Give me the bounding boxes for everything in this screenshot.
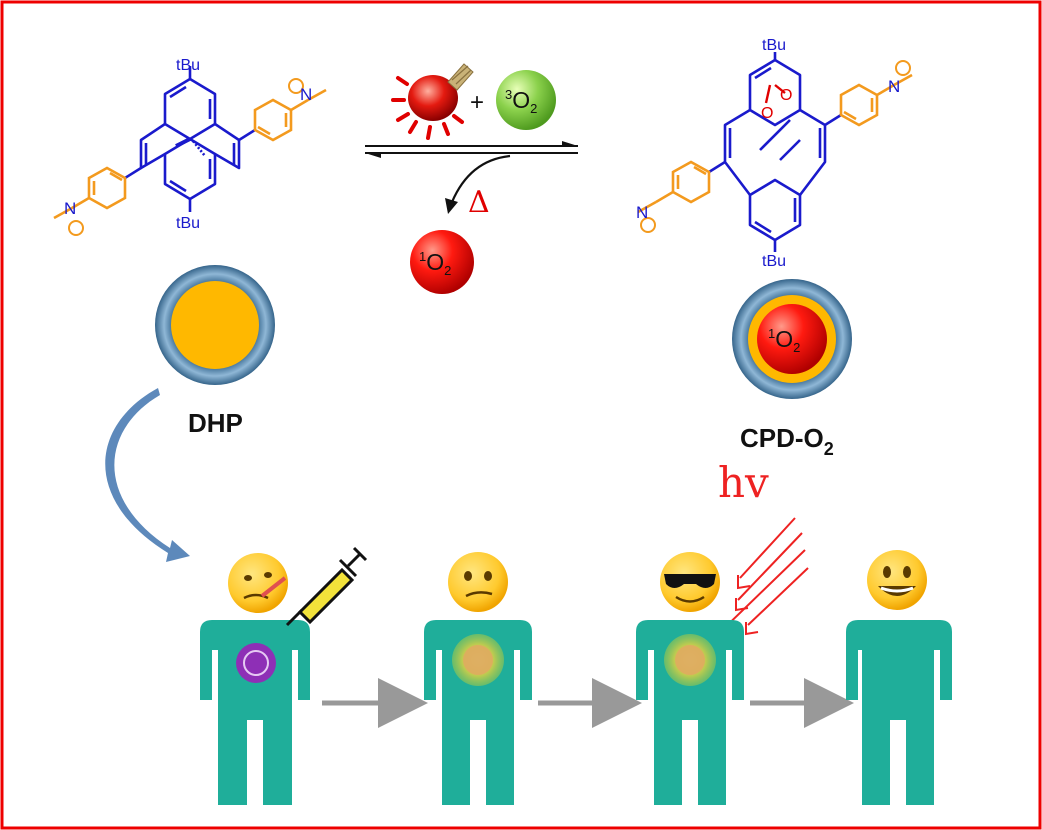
hv-label: hv	[718, 458, 769, 507]
tumor-cell-icon	[236, 643, 276, 683]
charge-icon	[288, 78, 304, 94]
triplet-oxygen-ball	[496, 70, 556, 130]
patient-irradiated	[636, 620, 744, 805]
sunglasses-face-icon	[660, 552, 720, 612]
nitrogen-label: N	[636, 203, 648, 222]
injection-curve-arrow	[105, 388, 190, 562]
heat-delta-symbol: Δ	[468, 185, 490, 220]
dhp-capsule	[155, 265, 275, 385]
syringe-icon	[285, 546, 368, 627]
cpd-o2-capsule	[732, 279, 852, 399]
peroxide-o-label: O	[780, 87, 792, 104]
singlet-oxygen-ball	[410, 230, 474, 294]
charge-icon	[68, 220, 84, 236]
patient-cured	[846, 620, 952, 805]
charge-icon	[895, 60, 911, 76]
cpd-o2-molecule	[708, 52, 842, 252]
sick-face-icon	[228, 553, 288, 613]
light-bulb-icon	[391, 63, 474, 140]
cpd-pyridinium-left	[637, 160, 711, 214]
peroxide-o-label: O	[761, 105, 773, 122]
dhp-label: DHP	[188, 408, 243, 438]
plus-sign: +	[470, 89, 484, 116]
nitrogen-label: N	[300, 85, 312, 104]
nitrogen-label: N	[888, 77, 900, 96]
confused-face-icon	[448, 552, 508, 612]
dhp-pyridinium-right	[253, 88, 327, 142]
singlet-oxygen-label: 1O2	[419, 249, 451, 278]
cpd-pyridinium-right	[839, 73, 913, 127]
equilibrium-arrows	[365, 141, 578, 158]
dhp-pyridinium-left	[53, 166, 127, 220]
triplet-oxygen-label: 3O2	[505, 87, 537, 116]
nitrogen-label: N	[64, 199, 76, 218]
tbu-label: tBu	[762, 37, 786, 54]
tumor-cell-icon	[243, 650, 269, 676]
release-arrow	[450, 154, 511, 203]
patient-sick	[200, 620, 310, 805]
capsule-oxygen-label: 1O2	[768, 326, 800, 355]
cpd-o2-label: CPD-O2	[740, 423, 834, 459]
cpd-peroxide-bridge	[764, 84, 786, 104]
charge-icon	[640, 217, 656, 233]
dhp-molecule	[124, 66, 256, 212]
release-arrowhead	[445, 198, 458, 214]
smiling-face-icon	[867, 550, 927, 610]
tumor-cell-icon	[463, 645, 493, 675]
tbu-label: tBu	[762, 253, 786, 270]
tbu-label: tBu	[176, 215, 200, 232]
patient-treated	[424, 620, 532, 805]
tumor-cell-icon	[675, 645, 705, 675]
tbu-label: tBu	[176, 57, 200, 74]
